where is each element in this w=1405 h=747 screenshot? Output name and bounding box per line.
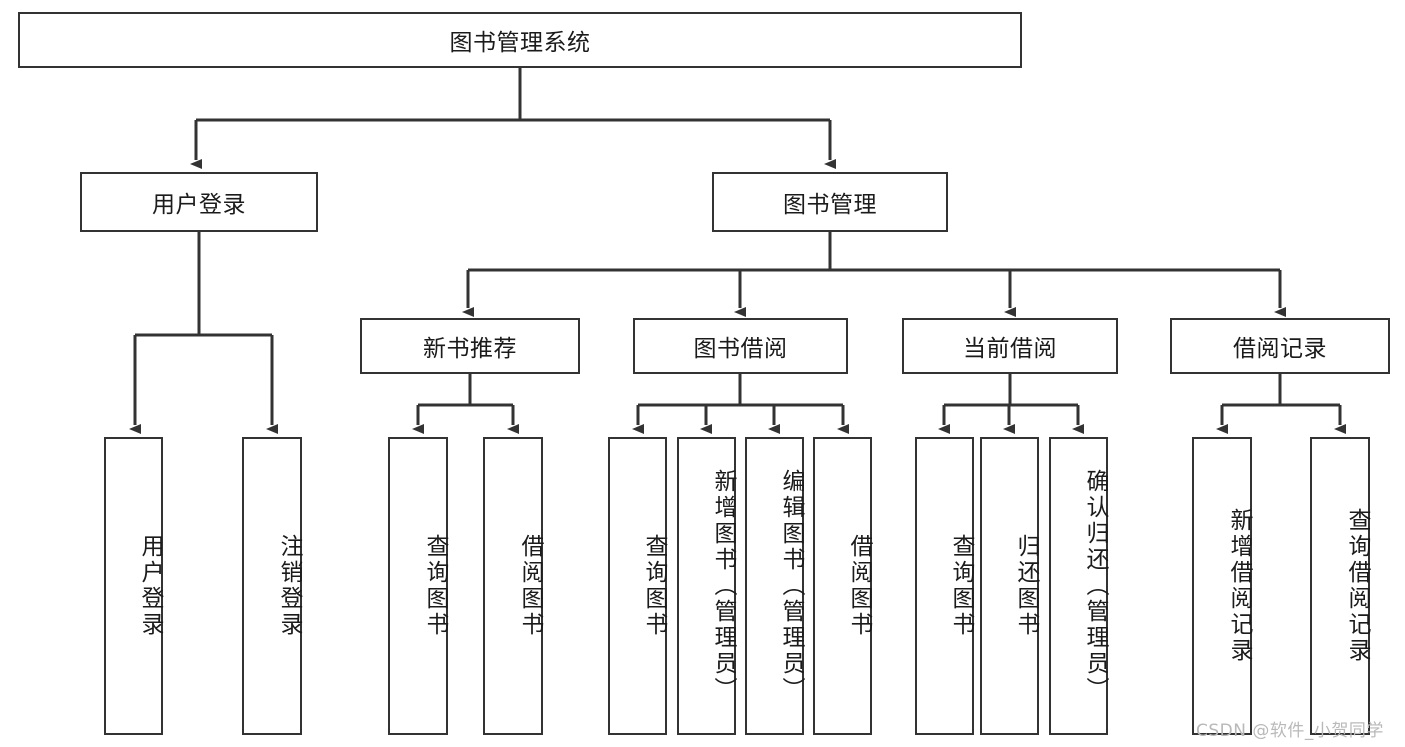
node-borrow-record[interactable]: 借阅记录 [1170,318,1390,374]
leaf-label: 用户登录 [137,534,163,638]
leaf-query-book-recommend[interactable]: 查询图书 [388,437,448,735]
leaf-label: 确认归还（管理员） [1082,469,1108,703]
leaf-label: 查询图书 [641,534,667,638]
leaf-return-book[interactable]: 归还图书 [980,437,1039,735]
leaf-label: 归还图书 [1013,534,1039,638]
node-root[interactable]: 图书管理系统 [18,12,1022,68]
leaf-label: 新增图书（管理员） [710,469,736,703]
node-book-management[interactable]: 图书管理 [712,172,948,232]
node-book-borrow-label: 图书借阅 [693,336,788,362]
node-new-book-recommend-label: 新书推荐 [423,336,517,362]
leaf-label: 编辑图书（管理员） [778,469,804,703]
leaf-label: 注销登录 [276,534,302,638]
leaf-label: 查询图书 [422,534,448,638]
node-borrow-record-label: 借阅记录 [1233,336,1327,362]
node-new-book-recommend[interactable]: 新书推荐 [360,318,580,374]
node-user-login-label: 用户登录 [152,192,246,218]
leaf-label: 新增借阅记录 [1226,508,1252,664]
leaf-edit-book-admin[interactable]: 编辑图书（管理员） [745,437,804,735]
leaf-label: 借阅图书 [517,534,543,638]
leaf-borrow-book[interactable]: 借阅图书 [813,437,872,735]
node-book-borrow[interactable]: 图书借阅 [633,318,848,374]
node-current-borrow-label: 当前借阅 [963,336,1057,362]
leaf-add-book-admin[interactable]: 新增图书（管理员） [677,437,736,735]
leaf-label: 借阅图书 [846,534,872,638]
node-root-label: 图书管理系统 [449,30,591,56]
leaf-query-borrow-record[interactable]: 查询借阅记录 [1310,437,1370,735]
leaf-logout[interactable]: 注销登录 [242,437,302,735]
leaf-user-login[interactable]: 用户登录 [104,437,163,735]
node-user-login[interactable]: 用户登录 [80,172,318,232]
leaf-confirm-return-admin[interactable]: 确认归还（管理员） [1049,437,1108,735]
leaf-query-book-borrow[interactable]: 查询图书 [608,437,667,735]
watermark: CSDN @软件_小贺同学 [1196,721,1384,741]
leaf-borrow-book-recommend[interactable]: 借阅图书 [483,437,543,735]
node-book-management-label: 图书管理 [783,192,877,218]
leaf-label: 查询图书 [948,534,974,638]
leaf-label: 查询借阅记录 [1344,508,1370,664]
leaf-query-book-current[interactable]: 查询图书 [915,437,974,735]
leaf-add-borrow-record[interactable]: 新增借阅记录 [1192,437,1252,735]
node-current-borrow[interactable]: 当前借阅 [902,318,1118,374]
